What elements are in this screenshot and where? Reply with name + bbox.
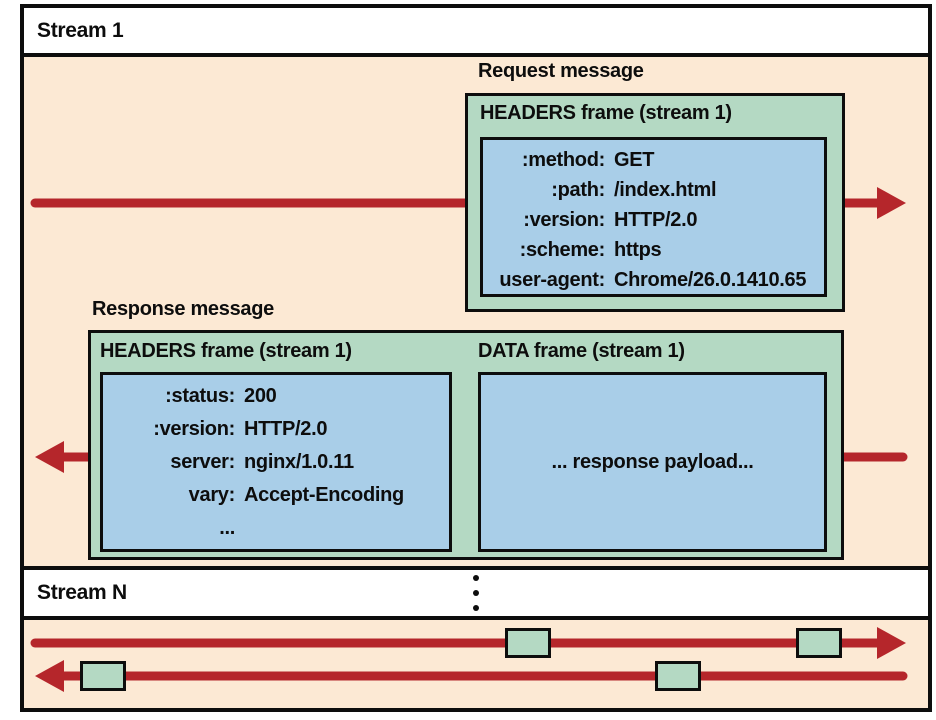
frame-marker (80, 661, 126, 691)
header-key: :version: (523, 209, 605, 231)
header-row: :status: 200 (103, 380, 449, 413)
header-row: :version: HTTP/2.0 (103, 413, 449, 446)
request-headers-frame-title: HEADERS frame (stream 1) (480, 102, 732, 124)
header-key: :version: (153, 418, 235, 440)
data-frame-title: DATA frame (stream 1) (478, 340, 685, 362)
response-payload-text: ... response payload... (551, 450, 754, 473)
frame-marker (796, 628, 842, 658)
header-value: nginx/1.0.11 (244, 451, 354, 473)
header-row: :scheme: https (483, 235, 824, 265)
frame-marker (505, 628, 551, 658)
header-row: vary: Accept-Encoding (103, 479, 449, 512)
request-message-label: Request message (478, 60, 644, 82)
header-value: GET (614, 149, 655, 171)
response-headers-list: :status: 200 :version: HTTP/2.0 server: … (103, 375, 449, 545)
header-value: /index.html (614, 179, 717, 201)
response-arrow (35, 660, 908, 692)
ellipsis-dot (473, 590, 479, 596)
header-value: Chrome/26.0.1410.65 (614, 269, 807, 291)
header-row: :path: /index.html (483, 175, 824, 205)
header-key: user-agent: (499, 269, 605, 291)
streamN-panel (24, 620, 928, 708)
request-headers-list: :method: GET :path: /index.html :version… (483, 140, 824, 295)
header-row: user-agent: Chrome/26.0.1410.65 (483, 265, 824, 295)
request-headers-frame: HEADERS frame (stream 1) :method: GET :p… (465, 93, 845, 312)
header-value: Accept-Encoding (244, 484, 404, 506)
header-value: 200 (244, 385, 277, 407)
response-headers-frame-title: HEADERS frame (stream 1) (100, 340, 352, 362)
frame-marker (655, 661, 701, 691)
response-data-box: ... response payload... (478, 372, 827, 552)
header-row-ellipsis: ... (103, 512, 449, 545)
ellipsis-dot (473, 605, 479, 611)
streamN-bar: Stream N (24, 566, 928, 620)
header-row: server: nginx/1.0.11 (103, 446, 449, 479)
stream1-bar: Stream 1 (24, 8, 928, 57)
stream1-panel: Request message HEADERS frame (stream 1)… (24, 57, 928, 566)
header-value: HTTP/2.0 (614, 209, 698, 231)
response-headers-box: :status: 200 :version: HTTP/2.0 server: … (100, 372, 452, 552)
header-value: HTTP/2.0 (244, 418, 328, 440)
response-frame: HEADERS frame (stream 1) :status: 200 :v… (88, 330, 844, 560)
header-value: https (614, 239, 662, 261)
header-key: :status: (165, 385, 235, 407)
header-key: server: (170, 451, 235, 473)
streamN-arrows (30, 627, 908, 692)
stream1-label: Stream 1 (37, 18, 124, 42)
request-headers-box: :method: GET :path: /index.html :version… (480, 137, 827, 297)
header-key: :method: (521, 149, 605, 171)
vertical-ellipsis-icon (473, 575, 479, 611)
response-message-label: Response message (92, 298, 274, 320)
streamN-label: Stream N (37, 581, 127, 604)
ellipsis-dot (473, 575, 479, 581)
header-row: :version: HTTP/2.0 (483, 205, 824, 235)
header-key: vary: (188, 484, 236, 506)
header-key: :scheme: (519, 239, 606, 261)
request-arrow (30, 627, 906, 659)
header-key: ... (219, 517, 235, 539)
stream-diagram-frame: Stream 1 Request message HEADERS frame (… (20, 4, 932, 712)
header-row: :method: GET (483, 145, 824, 175)
header-key: :path: (551, 179, 605, 201)
